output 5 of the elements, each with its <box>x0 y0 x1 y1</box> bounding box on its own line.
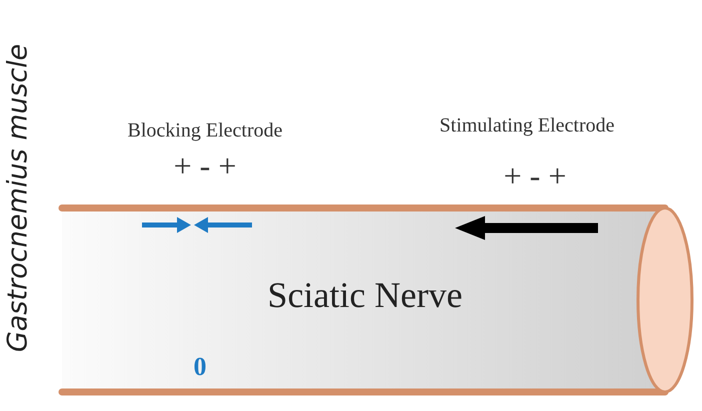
electrode-label: Blocking Electrode <box>128 120 282 142</box>
polarity-label: + - + <box>504 158 566 194</box>
axis-label: Gastrocnemius muscle <box>2 44 34 352</box>
polarity-label: + - + <box>174 148 236 184</box>
electrode-label: Stimulating Electrode <box>440 114 614 138</box>
